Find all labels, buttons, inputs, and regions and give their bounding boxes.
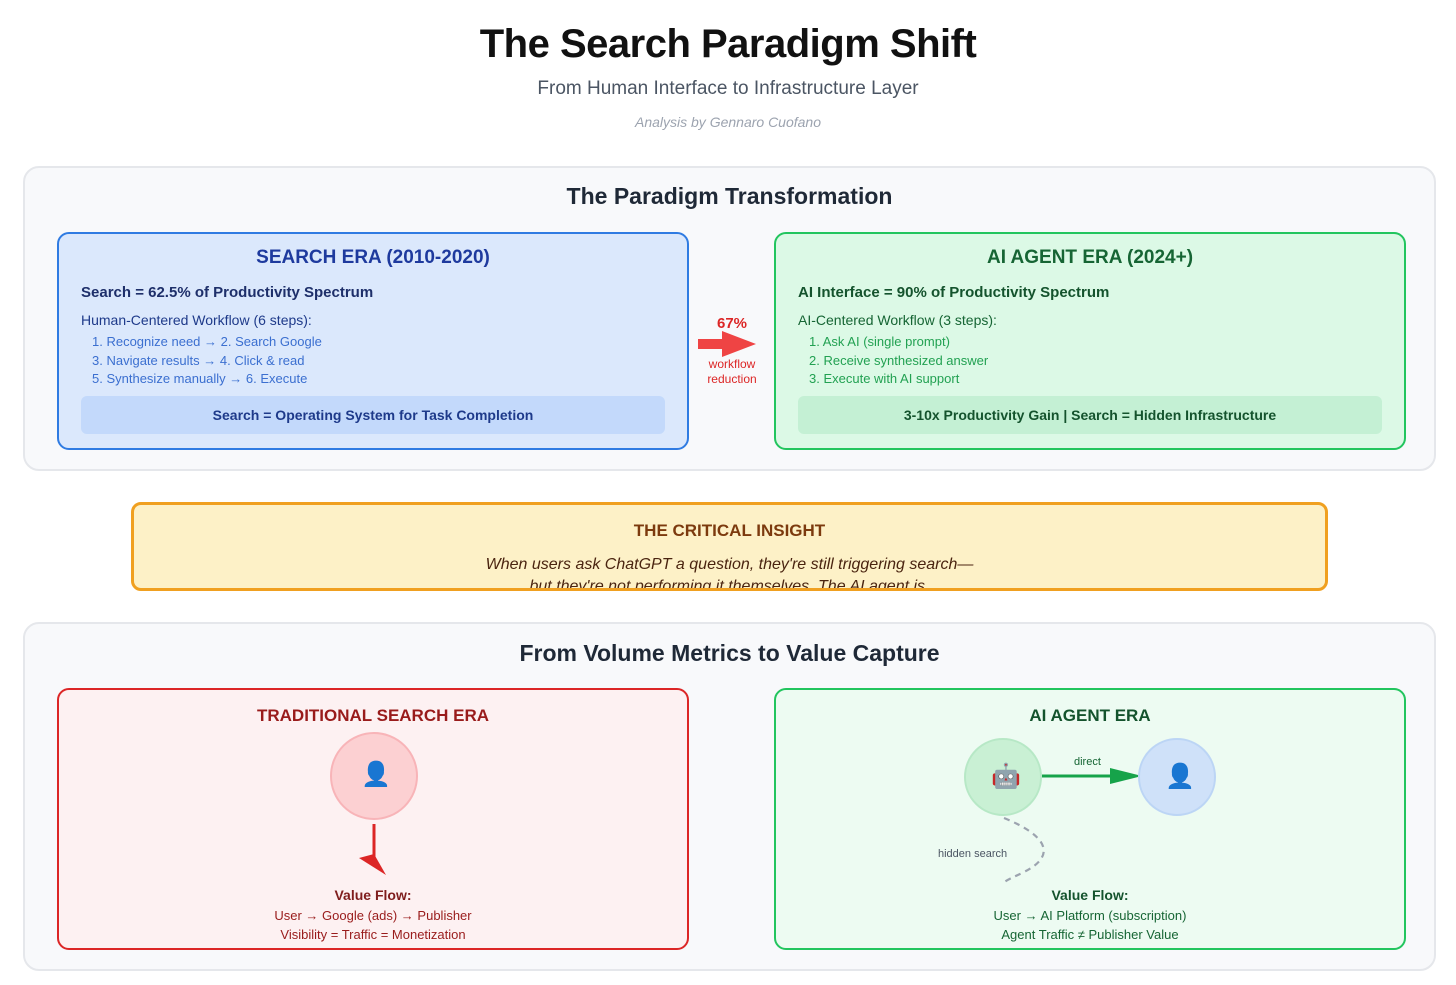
value-flow-line: User → AI Platform (subscription) [993,908,1187,923]
reduction-percent: 67% [716,315,748,332]
user-icon: 👤 [361,761,391,788]
user-node: 👤 [1138,738,1216,816]
paradigm-transformation-panel: The Paradigm Transformation SEARCH ERA (… [23,166,1436,471]
ai-era-tag: 3-10x Productivity Gain | Search = Hidde… [798,396,1382,434]
value-flow-line: User → Google (ads) → Publisher [274,908,472,923]
ai-agent-title: AI AGENT ERA [1029,706,1151,725]
value-capture-panel: From Volume Metrics to Value Capture TRA… [23,622,1436,971]
search-era-tag: Search = Operating System for Task Compl… [81,396,665,434]
workflow-step: 5. Synthesize manually → 6. Execute [92,371,308,386]
workflow-step: 3. Execute with AI support [809,371,960,386]
ai-era-share: AI Interface = 90% of Productivity Spect… [798,284,1110,301]
ai-era-steps: 1. Ask AI (single prompt) 2. Receive syn… [809,333,988,389]
reduction-arrow-icon [698,331,756,357]
panel-title: The Paradigm Transformation [566,183,893,209]
workflow-step: 2. Receive synthesized answer [809,352,989,368]
insight-text: When users ask ChatGPT a question, they'… [134,554,1325,591]
reduction-label-line: workflow [708,357,756,371]
ai-agent-card: AI AGENT ERA 🤖 👤 direct hidden search Va… [774,688,1406,950]
ai-era-workflow: AI-Centered Workflow (3 steps): [798,312,997,328]
ai-era-title: AI AGENT ERA (2024+) [986,247,1194,268]
workflow-step: 1. Recognize need → 2. Search Google [92,334,322,349]
search-era-card: SEARCH ERA (2010-2020) Search = 62.5% of… [57,232,689,450]
user-icon: 👤 [1165,763,1195,790]
hidden-search-path [1001,816,1045,885]
page-subtitle: From Human Interface to Infrastructure L… [537,78,919,99]
search-era-title: SEARCH ERA (2010-2020) [256,247,490,268]
robot-icon: 🤖 [991,763,1021,790]
traffic-arrow-icon [359,824,386,875]
value-flow-line: Visibility = Traffic = Monetization [280,927,466,942]
insight-line: When users ask ChatGPT a question, they'… [485,556,974,573]
user-node: 👤 [330,732,418,820]
workflow-step: 1. Ask AI (single prompt) [809,334,950,349]
ai-agent-node: 🤖 [964,738,1042,816]
search-era-workflow: Human-Centered Workflow (6 steps): [81,312,312,328]
workflow-step: 3. Navigate results → 4. Click & read [92,352,305,368]
search-era-steps: 1. Recognize need → 2. Search Google 3. … [92,333,322,389]
direct-arrowhead [1110,768,1142,784]
insight-line: but they're not performing it themselves… [529,578,930,591]
reduction-label: workflow reduction [690,357,774,387]
agent-flow-arrows [1001,768,1142,885]
direct-label: direct [1074,756,1101,768]
author-credit: Analysis by Gennaro Cuofano [635,114,821,130]
value-flow-title: Value Flow: [1051,887,1129,903]
hidden-search-label: hidden search [938,848,1008,860]
value-flow-line: Agent Traffic ≠ Publisher Value [1001,927,1179,942]
search-era-share: Search = 62.5% of Productivity Spectrum [81,284,374,301]
critical-insight-box: THE CRITICAL INSIGHT When users ask Chat… [131,502,1328,591]
value-flow-title: Value Flow: [334,887,412,903]
traditional-search-card: TRADITIONAL SEARCH ERA 👤 Value Flow: Use… [57,688,689,950]
insight-title: THE CRITICAL INSIGHT [633,521,826,540]
traditional-title: TRADITIONAL SEARCH ERA [256,706,490,725]
panel-title: From Volume Metrics to Value Capture [519,640,940,666]
reduction-label-line: reduction [707,372,757,386]
ai-era-card: AI AGENT ERA (2024+) AI Interface = 90% … [774,232,1406,450]
page-title: The Search Paradigm Shift [479,22,977,66]
